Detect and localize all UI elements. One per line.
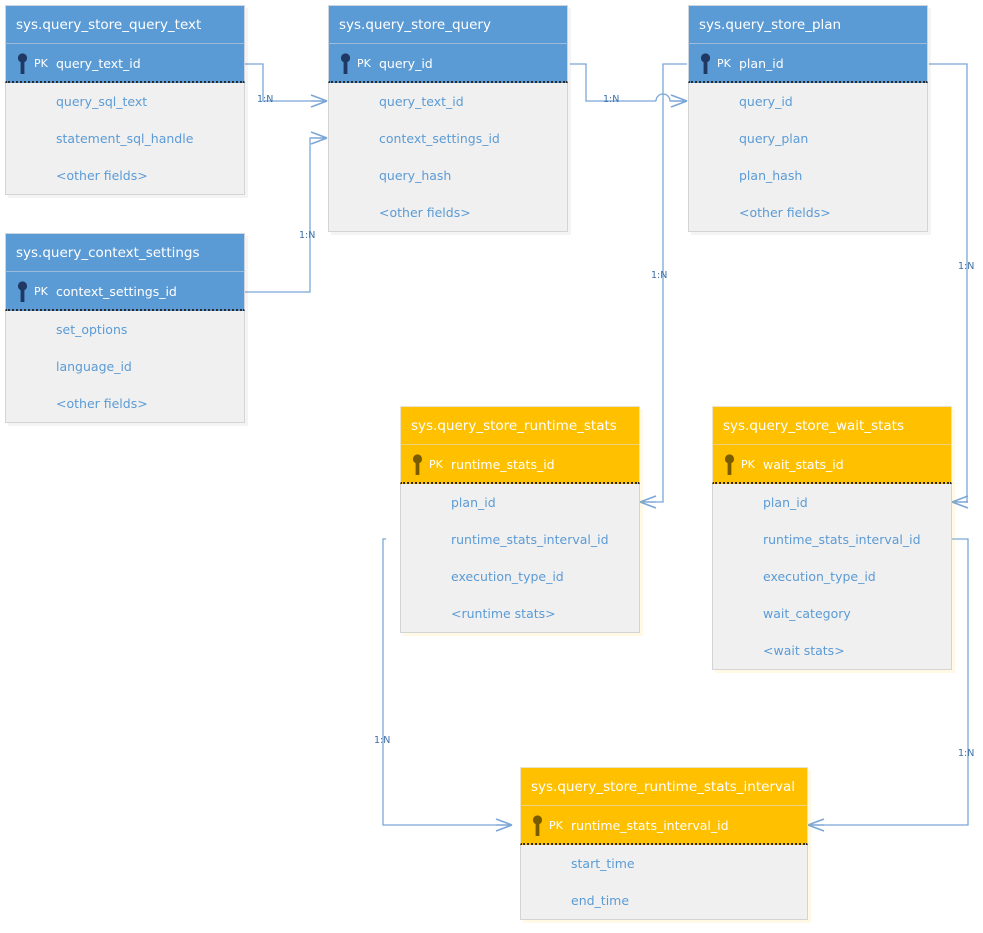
field-row: <other fields>	[379, 205, 471, 220]
entity-fields: plan_id runtime_stats_interval_id execut…	[712, 484, 952, 670]
key-icon	[412, 454, 423, 475]
entity-primary-key-row[interactable]: PK context_settings_id	[5, 272, 245, 311]
field-row: query_sql_text	[56, 94, 148, 109]
entity-fields: query_id query_plan plan_hash <other fie…	[688, 83, 928, 232]
entity-primary-key-row[interactable]: PK wait_stats_id	[712, 445, 952, 484]
pk-badge: PK	[357, 57, 371, 70]
pk-field-name: runtime_stats_id	[451, 457, 555, 472]
field-row: query_id	[739, 94, 793, 109]
cardinality-label-r4: 1:N	[651, 270, 668, 281]
field-row: end_time	[571, 893, 630, 908]
field-row: execution_type_id	[763, 569, 876, 584]
entity-title: sys.query_store_runtime_stats_interval	[520, 767, 808, 806]
entity-query-store-plan[interactable]: sys.query_store_plan PK plan_id query_id…	[688, 5, 931, 235]
cardinality-label-r2: 1:N	[299, 230, 316, 241]
field-row: <runtime stats>	[451, 606, 556, 621]
entity-primary-key-row[interactable]: PK runtime_stats_id	[400, 445, 640, 484]
pk-field-name: runtime_stats_interval_id	[571, 818, 729, 833]
pk-badge: PK	[34, 285, 48, 298]
connector-r2	[245, 137, 311, 293]
key-icon	[17, 281, 28, 302]
entity-primary-key-row[interactable]: PK plan_id	[688, 44, 928, 83]
connector-r1	[245, 63, 311, 102]
entity-title: sys.query_store_query_text	[5, 5, 245, 44]
field-row: query_text_id	[379, 94, 464, 109]
pk-badge: PK	[34, 57, 48, 70]
pk-badge: PK	[717, 57, 731, 70]
entity-primary-key-row[interactable]: PK query_text_id	[5, 44, 245, 83]
entity-title: sys.query_store_plan	[688, 5, 928, 44]
connector-r4	[656, 63, 687, 503]
key-icon	[340, 53, 351, 74]
field-row: plan_id	[763, 495, 808, 510]
field-row: plan_hash	[739, 168, 803, 183]
field-row: execution_type_id	[451, 569, 564, 584]
cardinality-label-r7: 1:N	[958, 748, 975, 759]
entity-query-store-wait-stats[interactable]: sys.query_store_wait_stats PK wait_stats…	[712, 406, 955, 673]
key-icon	[700, 53, 711, 74]
pk-field-name: query_id	[379, 56, 433, 71]
entity-query-store-query-text[interactable]: sys.query_store_query_text PK query_text…	[5, 5, 248, 198]
field-row: plan_id	[451, 495, 496, 510]
cardinality-label-r1: 1:N	[257, 94, 274, 105]
field-row: <other fields>	[739, 205, 831, 220]
field-row: statement_sql_handle	[56, 131, 194, 146]
pk-badge: PK	[549, 819, 563, 832]
pk-field-name: plan_id	[739, 56, 784, 71]
entity-title: sys.query_store_query	[328, 5, 568, 44]
field-row: query_hash	[379, 168, 452, 183]
field-row: start_time	[571, 856, 635, 871]
entity-title: sys.query_store_runtime_stats	[400, 406, 640, 445]
key-icon	[532, 815, 543, 836]
entity-query-store-runtime-stats-interval[interactable]: sys.query_store_runtime_stats_interval P…	[520, 767, 811, 923]
entity-fields: query_text_id context_settings_id query_…	[328, 83, 568, 232]
field-row: <other fields>	[56, 168, 148, 183]
pk-badge: PK	[429, 458, 443, 471]
entity-query-context-settings[interactable]: sys.query_context_settings PK context_se…	[5, 233, 248, 426]
entity-fields: query_sql_text statement_sql_handle <oth…	[5, 83, 245, 195]
pk-field-name: query_text_id	[56, 56, 141, 71]
entity-fields: set_options language_id <other fields>	[5, 311, 245, 423]
entity-title: sys.query_context_settings	[5, 233, 245, 272]
field-row: context_settings_id	[379, 131, 500, 146]
key-icon	[17, 53, 28, 74]
field-row: set_options	[56, 322, 128, 337]
connector-r3-hop	[655, 93, 671, 102]
entity-query-store-query[interactable]: sys.query_store_query PK query_id query_…	[328, 5, 571, 235]
pk-badge: PK	[741, 458, 755, 471]
pk-field-name: context_settings_id	[56, 284, 177, 299]
entity-title: sys.query_store_wait_stats	[712, 406, 952, 445]
cardinality-label-r3: 1:N	[603, 94, 620, 105]
pk-field-name: wait_stats_id	[763, 457, 844, 472]
key-icon	[724, 454, 735, 475]
field-row: runtime_stats_interval_id	[451, 532, 609, 547]
entity-fields: plan_id runtime_stats_interval_id execut…	[400, 484, 640, 633]
field-row: <other fields>	[56, 396, 148, 411]
field-row: <wait stats>	[763, 643, 845, 658]
cardinality-label-r6: 1:N	[374, 735, 391, 746]
entity-query-store-runtime-stats[interactable]: sys.query_store_runtime_stats PK runtime…	[400, 406, 643, 636]
field-row: query_plan	[739, 131, 809, 146]
field-row: runtime_stats_interval_id	[763, 532, 921, 547]
cardinality-label-r5: 1:N	[958, 261, 975, 272]
field-row: language_id	[56, 359, 132, 374]
field-row: wait_category	[763, 606, 851, 621]
entity-primary-key-row[interactable]: PK runtime_stats_interval_id	[520, 806, 808, 845]
entity-fields: start_time end_time	[520, 845, 808, 920]
entity-primary-key-row[interactable]: PK query_id	[328, 44, 568, 83]
